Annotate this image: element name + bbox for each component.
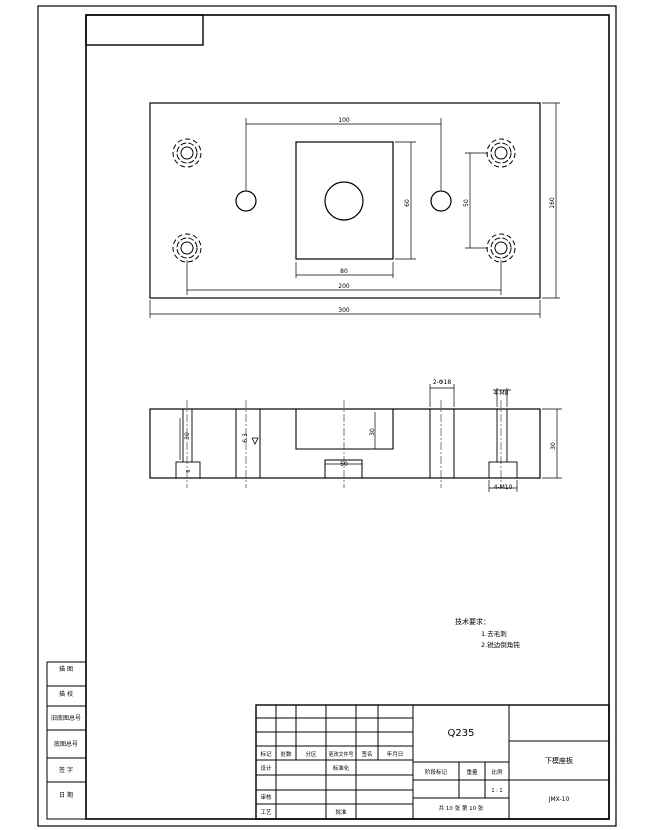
sheet-border [37, 5, 617, 827]
dim-square-height: 60 [404, 199, 411, 207]
center-hole [324, 181, 364, 221]
top-view [149, 102, 560, 318]
surface-finish-value: 6.3 [242, 433, 249, 443]
label-approve: 批准 [335, 808, 347, 816]
top-dimension-texts: 100 200 80 300 60 50 160 [338, 117, 556, 314]
strip-label-old-no: 旧底图总号 [51, 714, 81, 722]
left-signature-strip [46, 661, 87, 820]
threaded-hole-bl [172, 233, 202, 263]
centerlines [186, 400, 502, 488]
dim-bottom-slot: 50 [340, 461, 348, 468]
guide-hole-left [235, 190, 257, 212]
side-outline [149, 408, 541, 479]
technical-notes: 技术要求： 1.去毛刺 2.锐边倒角钝 [455, 617, 520, 649]
threaded-hole-tl [172, 138, 202, 168]
label-stage: 阶段标记 [425, 768, 448, 776]
label-weight: 重量 [466, 768, 478, 776]
plate-outline [149, 102, 541, 299]
threaded-hole-tr [486, 138, 516, 168]
strip-label-base-no: 底图总号 [54, 740, 78, 748]
dim-hole-vertical: 50 [463, 199, 470, 207]
callout-thread-bottom: 4-M10 [494, 484, 513, 491]
side-dimension-lines [179, 384, 562, 492]
side-dimension-texts: 30 30 30 6 50 2-Φ18 4-M8 4-M10 6.3 [184, 379, 557, 491]
scale-value: 1 : 1 [491, 788, 502, 794]
header-date: 年月日 [387, 750, 404, 758]
note-1: 1.去毛刺 [481, 629, 507, 638]
header-zone: 分区 [305, 750, 317, 758]
dim-side-thickness: 30 [550, 442, 557, 450]
guide-hole-right [430, 190, 452, 212]
strip-label-sign: 签 字 [59, 766, 73, 774]
dim-left-counterbore: 6 [186, 469, 192, 472]
strip-label-trace: 描 图 [59, 665, 73, 673]
callout-guide-hole: 2-Φ18 [433, 379, 452, 386]
side-pocket [295, 409, 394, 450]
label-scale: 比例 [491, 768, 503, 776]
top-dimension-lines [149, 102, 560, 318]
dim-left-bore: 30 [184, 432, 191, 440]
dim-pocket-depth: 30 [369, 428, 376, 436]
label-review: 审核 [260, 793, 272, 801]
drawing-code: JMX-10 [548, 796, 570, 803]
label-process: 工艺 [260, 809, 272, 816]
note-2: 2.锐边倒角钝 [481, 640, 520, 649]
part-name: 下模座板 [545, 756, 573, 765]
dim-hole-span: 200 [338, 283, 350, 290]
threaded-hole-br [486, 233, 516, 263]
title-block-grid [255, 704, 610, 820]
dim-square-width: 80 [340, 268, 348, 275]
strip-label-check: 描 校 [59, 690, 73, 698]
callout-thread-top: 4-M8 [494, 390, 509, 397]
header-count: 处数 [280, 750, 292, 758]
left-strip-labels: 描 图 描 校 旧底图总号 底图总号 签 字 日 期 [51, 665, 81, 799]
header-sign: 签名 [361, 750, 372, 758]
label-standardization: 标准化 [333, 764, 350, 772]
title-block-texts: Q235 下模座板 JMX-10 标记 处数 分区 更改文件号 签名 年月日 设… [260, 728, 573, 816]
sheet-info: 共 10 张 第 10 张 [439, 804, 484, 812]
strip-label-date: 日 期 [59, 791, 73, 799]
notes-heading: 技术要求： [455, 617, 490, 626]
code-box [85, 14, 204, 46]
side-view [149, 384, 562, 492]
drawing-frame [85, 14, 610, 820]
center-square [295, 141, 394, 260]
dim-overall-width: 300 [338, 307, 350, 314]
dim-overall-height: 160 [549, 197, 556, 209]
header-change-doc: 更改文件号 [328, 751, 353, 758]
label-design: 设计 [260, 764, 272, 772]
header-mark: 标记 [260, 750, 272, 758]
dim-inner-width: 100 [338, 117, 350, 124]
surface-finish-symbol [251, 437, 259, 445]
material: Q235 [448, 728, 475, 739]
